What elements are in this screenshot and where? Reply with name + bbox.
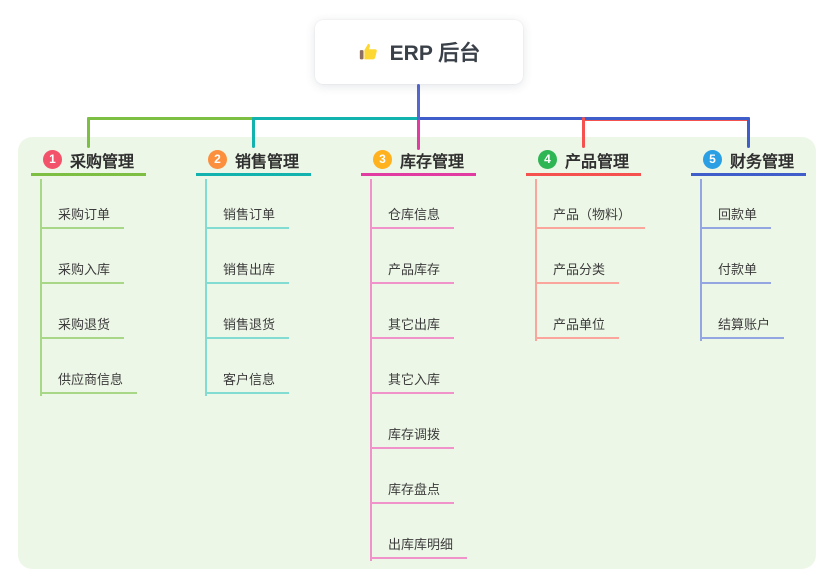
branch-title-label: 采购管理 <box>70 153 135 171</box>
drop-line-branch-4 <box>581 117 585 148</box>
child-node[interactable]: 采购订单 <box>40 203 125 229</box>
branch-trunk-line-3 <box>370 179 372 561</box>
drop-line-branch-1 <box>86 117 90 148</box>
branch-trunk-line-2 <box>205 179 207 396</box>
thumbs-up-icon <box>358 41 380 63</box>
root-node[interactable]: ERP 后台 <box>315 20 523 84</box>
branch-trunk-line-5 <box>700 179 702 341</box>
child-node[interactable]: 产品（物料） <box>535 203 646 229</box>
branch-title-label: 财务管理 <box>730 153 795 171</box>
branch-title-1[interactable]: 1 采购管理 <box>31 150 147 176</box>
branch-title-label: 销售管理 <box>235 153 300 171</box>
branch-trunk-line-4 <box>535 179 537 341</box>
branch-title-4[interactable]: 4 产品管理 <box>526 150 642 176</box>
branch-badge-3: 3 <box>373 150 392 169</box>
branch-badge-4: 4 <box>538 150 557 169</box>
child-node[interactable]: 销售出库 <box>205 258 290 284</box>
child-node[interactable]: 库存盘点 <box>370 478 455 504</box>
child-node[interactable]: 付款单 <box>700 258 772 284</box>
child-node[interactable]: 销售退货 <box>205 313 290 339</box>
child-node[interactable]: 仓库信息 <box>370 203 455 229</box>
drop-line-branch-5 <box>746 117 750 148</box>
child-node[interactable]: 采购入库 <box>40 258 125 284</box>
branch-title-3[interactable]: 3 库存管理 <box>361 150 477 176</box>
root-title: ERP 后台 <box>389 42 481 65</box>
child-node[interactable]: 回款单 <box>700 203 772 229</box>
child-node[interactable]: 出库库明细 <box>370 533 468 559</box>
child-node[interactable]: 产品库存 <box>370 258 455 284</box>
child-node[interactable]: 产品分类 <box>535 258 620 284</box>
branch-title-2[interactable]: 2 销售管理 <box>196 150 312 176</box>
child-node[interactable]: 采购退货 <box>40 313 125 339</box>
child-node[interactable]: 库存调拨 <box>370 423 455 449</box>
drop-line-branch-3 <box>416 117 420 150</box>
branch-title-label: 库存管理 <box>400 153 465 171</box>
child-node[interactable]: 供应商信息 <box>40 368 138 394</box>
child-node[interactable]: 其它入库 <box>370 368 455 394</box>
child-node[interactable]: 结算账户 <box>700 313 785 339</box>
branch-badge-5: 5 <box>703 150 722 169</box>
drop-line-branch-2 <box>251 117 255 148</box>
branch-title-5[interactable]: 5 财务管理 <box>691 150 807 176</box>
branch-trunk-line-1 <box>40 179 42 396</box>
root-stem-line <box>416 84 420 120</box>
child-node[interactable]: 其它出库 <box>370 313 455 339</box>
child-node[interactable]: 销售订单 <box>205 203 290 229</box>
rail-branch2-teal <box>251 117 420 120</box>
branch-badge-2: 2 <box>208 150 227 169</box>
rail-branch4-red <box>581 119 750 121</box>
branch-badge-1: 1 <box>43 150 62 169</box>
child-node[interactable]: 产品单位 <box>535 313 620 339</box>
rail-branch1-green <box>86 117 255 120</box>
branch-title-label: 产品管理 <box>565 153 630 171</box>
branches-panel <box>18 137 816 569</box>
child-node[interactable]: 客户信息 <box>205 368 290 394</box>
